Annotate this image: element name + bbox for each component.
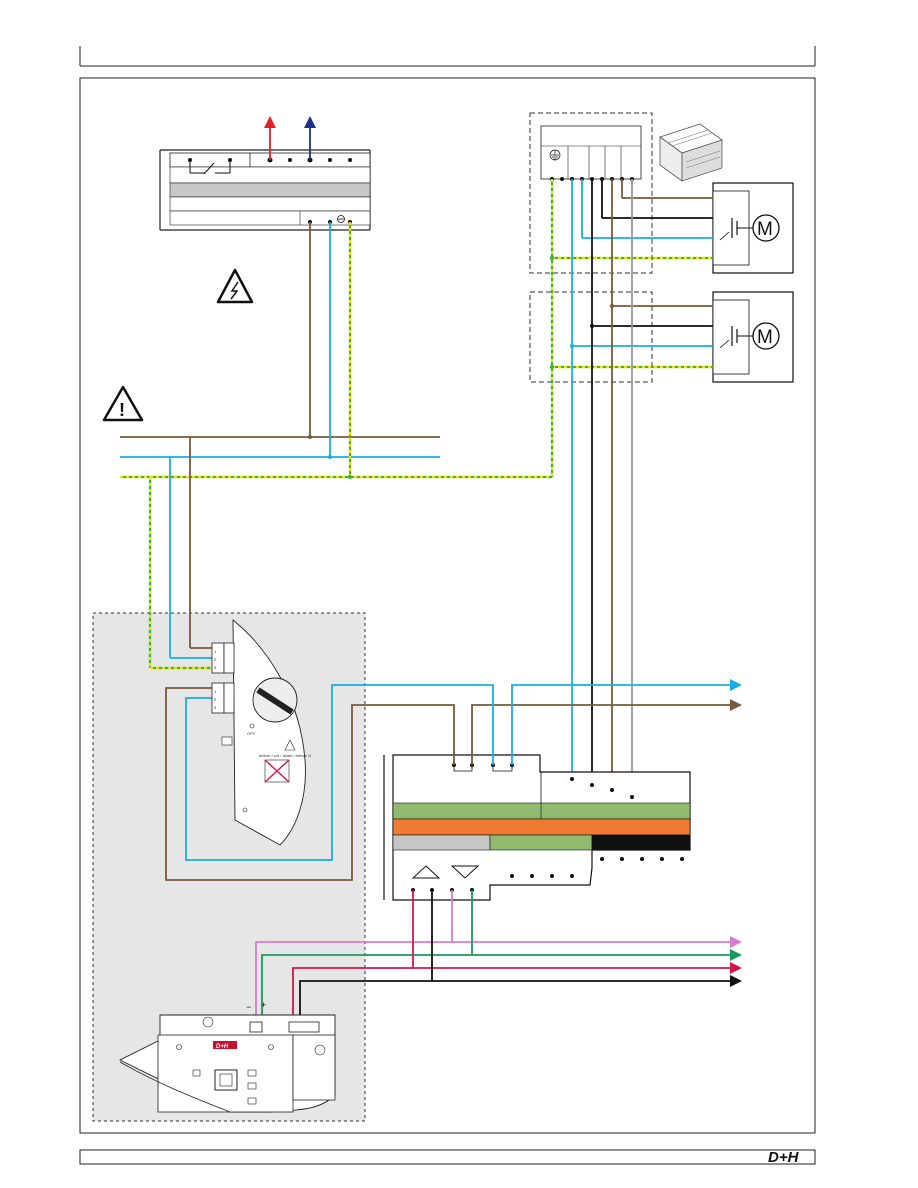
svg-text:!: ! (119, 400, 125, 420)
terminal-block (540, 125, 642, 180)
junction-box-lower (529, 291, 653, 383)
footer-frame (79, 1149, 816, 1165)
warning-icon (284, 739, 296, 751)
drawing-frame (79, 77, 816, 1134)
connector-icon (288, 1021, 320, 1033)
svg-text:1: 1 (214, 649, 217, 654)
motor-unit-1: M (712, 182, 794, 274)
footer-logo: D+H (768, 1149, 800, 1166)
ground-icon (549, 149, 561, 161)
module-brand-badge (213, 1041, 237, 1049)
svg-text:M: M (757, 327, 773, 348)
arrow-right-icon (730, 679, 742, 691)
arrow-right-icon (730, 936, 742, 948)
ground-icon (337, 215, 345, 223)
svg-text:2: 2 (214, 697, 217, 702)
arrow-right-icon (730, 949, 742, 961)
caution-icon: ! (102, 385, 144, 422)
connector-icon (249, 1021, 263, 1033)
junction-box-upper (529, 112, 653, 274)
up-arrow-icon (411, 865, 441, 879)
arrow-right-icon (730, 962, 742, 974)
motor-icon (752, 214, 780, 242)
svg-text:3: 3 (214, 665, 217, 670)
isolator-switch: 1 2 3 1 2 3 OFF before / vor / avant / b… (211, 619, 311, 846)
svg-text:OFF: OFF (247, 731, 256, 736)
arrow-up-icon (264, 116, 276, 128)
arrow-right-icon (730, 699, 742, 711)
motor-icon (752, 322, 780, 350)
control-module: − + D+H (118, 1000, 336, 1113)
terminal-module-icon (659, 123, 723, 182)
high-voltage-icon (216, 268, 254, 304)
svg-text:M: M (757, 219, 773, 240)
relay-contact-icon (188, 158, 232, 175)
svg-text:1: 1 (214, 689, 217, 694)
down-arrow-icon (450, 865, 480, 879)
arrow-up-icon (304, 116, 316, 128)
control-unit (383, 754, 691, 901)
svg-text:3: 3 (214, 705, 217, 710)
motor-unit-2: M (712, 291, 794, 383)
svg-text:+: + (261, 1000, 266, 1010)
supply-box (159, 149, 371, 231)
arrow-right-icon (730, 975, 742, 987)
svg-text:2: 2 (214, 657, 217, 662)
svg-text:−: − (246, 1002, 251, 1012)
svg-text:before / vor / avant / before: before / vor / avant / before Ω (259, 753, 311, 758)
svg-text:D+H: D+H (216, 1044, 229, 1050)
